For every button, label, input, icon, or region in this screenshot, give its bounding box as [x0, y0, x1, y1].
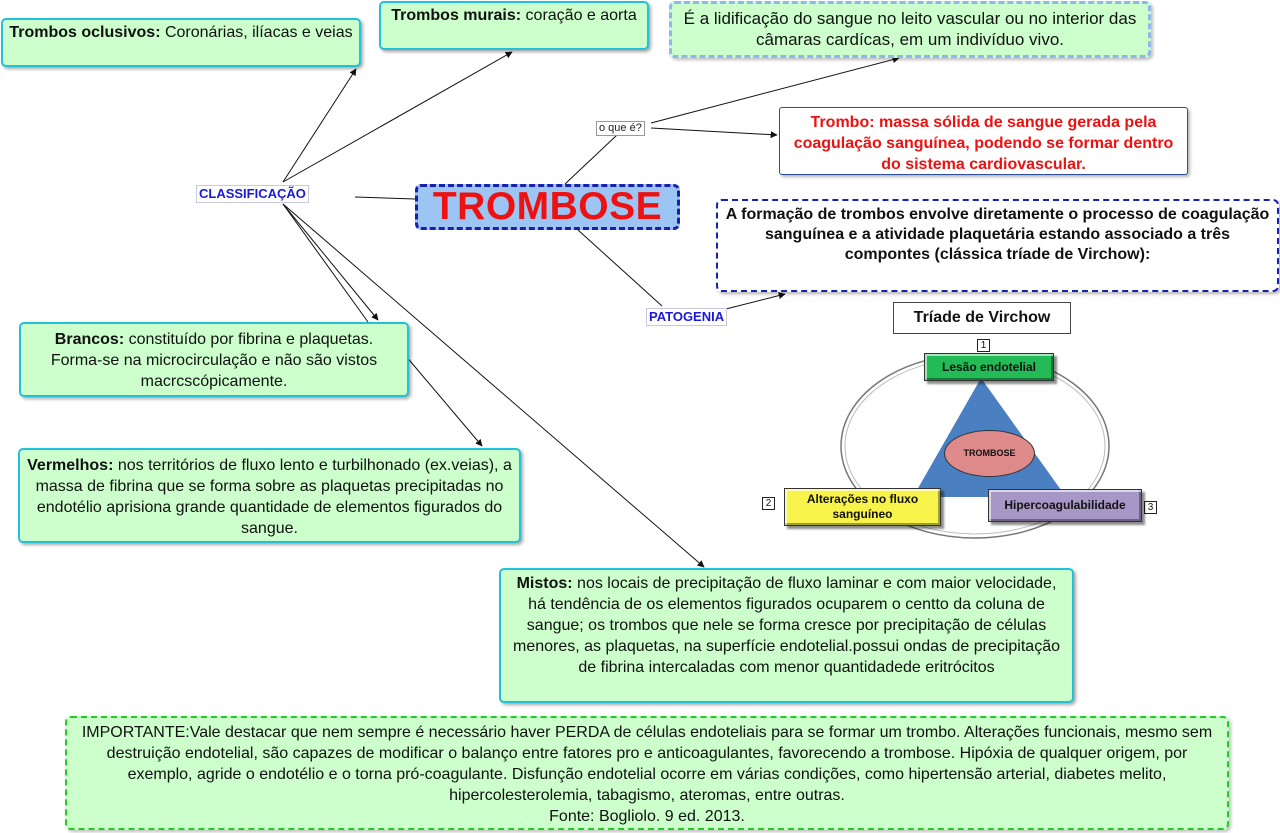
box-importante[interactable]: IMPORTANTE:Vale destacar que nem sempre … [65, 716, 1229, 830]
virchow-alteracoes-fluxo[interactable]: Alterações no fluxo sanguíneo [784, 488, 941, 526]
text-brancos: constituído por fibrina e plaquetas. For… [50, 331, 378, 390]
title-brancos: Brancos: [54, 331, 125, 348]
label-patogenia[interactable]: PATOGENIA [646, 308, 728, 326]
text-mistos: nos locais de precipitação de fluxo lami… [512, 575, 1060, 676]
text-murais: coração e aorta [521, 7, 637, 24]
box-definicao[interactable]: É a lidificação do sangue no leito vascu… [669, 1, 1151, 58]
title-vermelhos: Vermelhos: [27, 457, 114, 474]
box-trombos-murais[interactable]: Trombos murais: coração e aorta [379, 1, 649, 50]
text-vermelhos: nos territórios de fluxo lento e turbilh… [35, 457, 512, 537]
virchow-center-trombose: TROMBOSE [944, 430, 1035, 477]
text-importante: IMPORTANTE:Vale destacar que nem sempre … [81, 724, 1213, 804]
text-oclusivos: Coronárias, ilíacas e veias [160, 24, 353, 41]
virchow-title: Tríade de Virchow [893, 302, 1071, 334]
title-mistos: Mistos: [516, 575, 573, 592]
box-trombos-vermelhos[interactable]: Vermelhos: nos territórios de fluxo lent… [18, 448, 521, 543]
virchow-number-2: 2 [762, 497, 775, 510]
box-patogenia[interactable]: A formação de trombos envolve diretament… [716, 199, 1279, 292]
box-trombos-oclusivos[interactable]: Trombos oclusivos: Coronárias, ilíacas e… [1, 18, 361, 67]
label-o-que-e[interactable]: o que é? [596, 121, 645, 136]
virchow-number-1: 1 [977, 339, 990, 352]
box-trombos-mistos[interactable]: Mistos: nos locais de precipitação de fl… [499, 568, 1074, 703]
central-topic-trombose[interactable]: TROMBOSE [415, 184, 680, 230]
title-oclusivos: Trombos oclusivos: [9, 24, 161, 41]
title-murais: Trombos murais: [391, 7, 522, 24]
virchow-lesao-endotelial[interactable]: Lesão endotelial [924, 353, 1054, 381]
virchow-hipercoagulabilidade[interactable]: Hipercoagulabilidade [988, 489, 1142, 522]
box-trombos-brancos[interactable]: Brancos: constituído por fibrina e plaqu… [19, 322, 409, 397]
virchow-number-3: 3 [1144, 501, 1157, 514]
box-trombo-definicao[interactable]: Trombo: massa sólida de sangue gerada pe… [779, 107, 1188, 175]
text-fonte: Fonte: Bogliolo. 9 ed. 2013. [549, 808, 745, 825]
label-classificacao[interactable]: CLASSIFICAÇÃO [196, 185, 309, 203]
